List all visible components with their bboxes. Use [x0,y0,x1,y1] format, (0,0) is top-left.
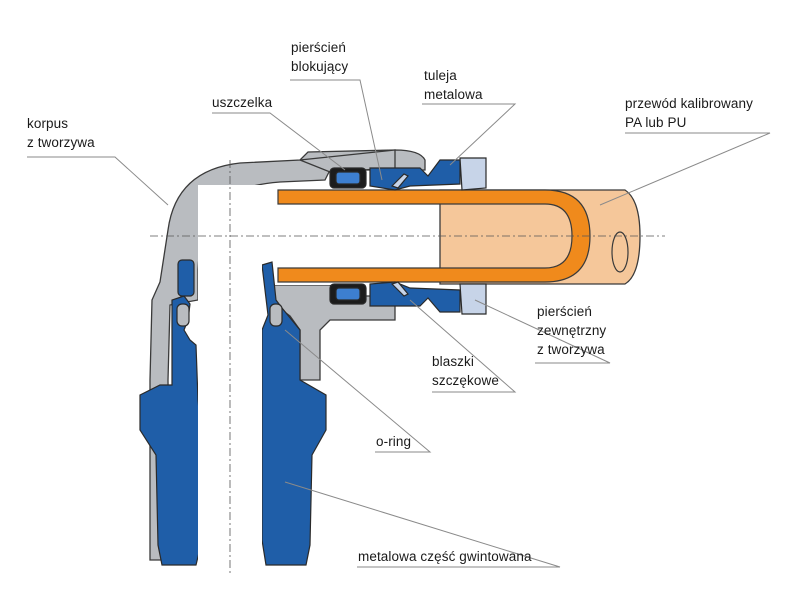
label-tuleja-metalowa: tuleja metalowa [424,68,483,102]
label-oring: o-ring [376,434,412,449]
label-blaszki: blaszki szczękowe [432,354,499,388]
tube-assembly [275,185,641,285]
label-pierscien-zewnetrzny: pierścień zewnętrzny z tworzywa [537,304,607,357]
label-gwint: metalowa część gwintowana [358,549,532,564]
external-collar [459,157,487,315]
center-lines [150,160,665,575]
leader-lines [27,79,771,568]
label-przewod: przewód kalibrowany PA lub PU [625,96,753,130]
label-pierscien-blokujacy: pierścień blokujący [291,40,349,74]
label-korpus: korpus z tworzywa [27,116,95,150]
threaded-metal-part-left [139,259,203,566]
seal-and-rings [329,159,461,313]
label-uszczelka: uszczelka [212,95,273,110]
o-rings [176,303,283,327]
